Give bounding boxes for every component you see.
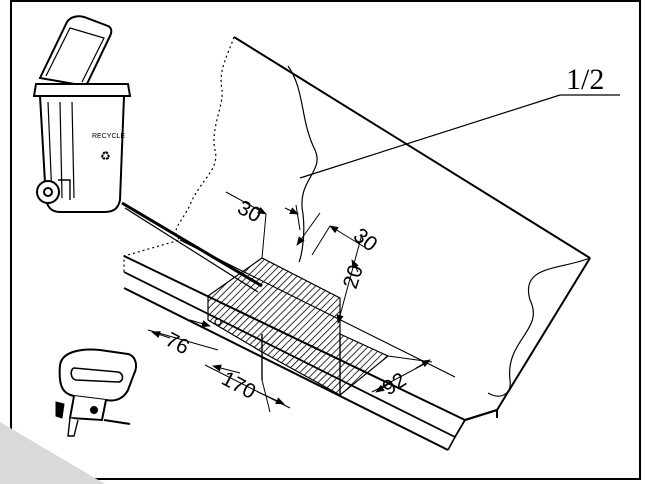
recycle-symbol-icon: ♻ bbox=[100, 149, 111, 163]
dimension-92: 92 bbox=[378, 368, 410, 400]
dimension-20: 20 bbox=[339, 262, 368, 291]
corner-shadow bbox=[0, 422, 105, 484]
frame bbox=[10, 0, 641, 480]
dimension-30-left: 30 bbox=[234, 196, 265, 227]
bin-label: RECYCLE bbox=[92, 133, 125, 140]
dimension-170: 170 bbox=[218, 367, 260, 404]
callout: 1/2 bbox=[299, 63, 620, 179]
jigsaw-icon bbox=[55, 348, 137, 437]
recycle-bin-icon bbox=[32, 15, 132, 213]
callout-label: 1/2 bbox=[566, 63, 604, 96]
dimension-30-right: 30 bbox=[349, 224, 382, 257]
dimension-lines bbox=[147, 191, 433, 413]
bin-leader bbox=[121, 201, 263, 288]
dimension-76: 76 bbox=[162, 328, 193, 359]
